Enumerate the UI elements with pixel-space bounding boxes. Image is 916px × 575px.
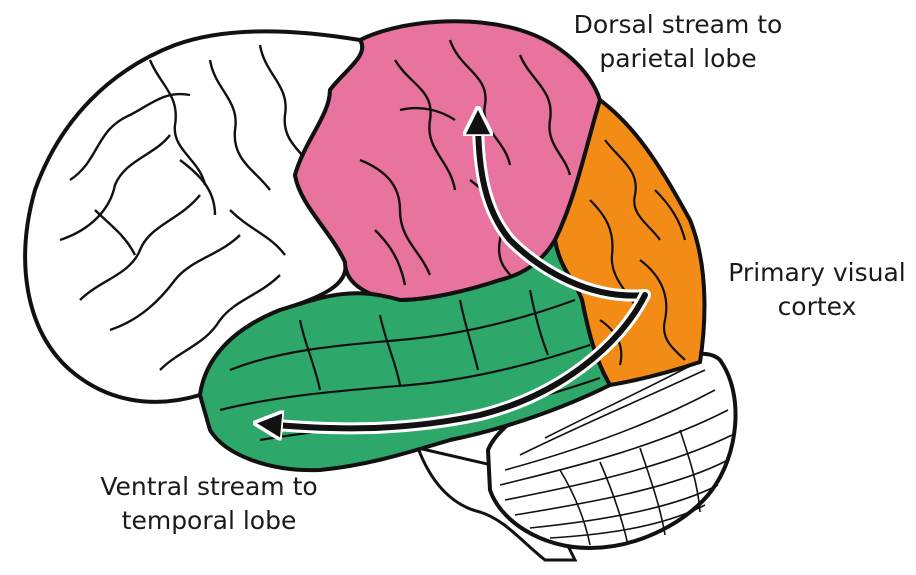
dorsal-stream-label: Dorsal stream to parietal lobe (548, 8, 808, 76)
primary-visual-cortex-label-line1: Primary visual (712, 256, 916, 290)
dorsal-stream-label-line2: parietal lobe (548, 42, 808, 76)
primary-visual-cortex-label-line2: cortex (712, 290, 916, 324)
ventral-stream-label: Ventral stream to temporal lobe (74, 470, 344, 538)
ventral-stream-label-line2: temporal lobe (74, 504, 344, 538)
ventral-stream-label-line1: Ventral stream to (74, 470, 344, 504)
dorsal-stream-label-line1: Dorsal stream to (548, 8, 808, 42)
primary-visual-cortex-label: Primary visual cortex (712, 256, 916, 324)
